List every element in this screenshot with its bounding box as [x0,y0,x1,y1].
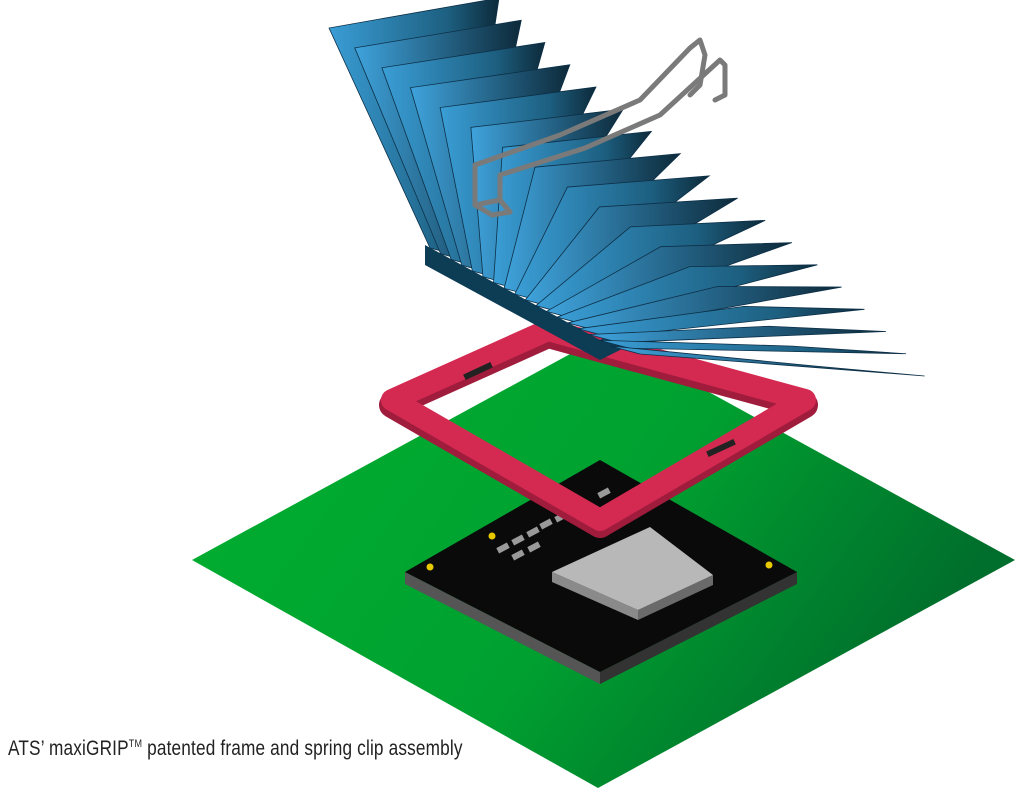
pad-marker [488,532,496,540]
pad-marker [765,561,773,569]
trademark-symbol: TM [128,738,143,750]
caption-suffix: patented frame and spring clip assembly [142,737,463,760]
heatsink-fin [609,345,925,377]
maxigrip-frame [379,319,818,538]
heatsink-fin [599,339,907,355]
chip-package [405,460,797,684]
figure-caption: ATS’ maxiGRIPTM patented frame and sprin… [8,737,463,761]
heatsink-fin [588,325,886,343]
processor-die [552,527,713,620]
caption-prefix: ATS’ maxiGRIP [8,737,129,760]
pad-marker [426,563,434,571]
capacitors [496,487,611,561]
spring-clip [472,37,728,218]
heatsink [328,0,925,377]
